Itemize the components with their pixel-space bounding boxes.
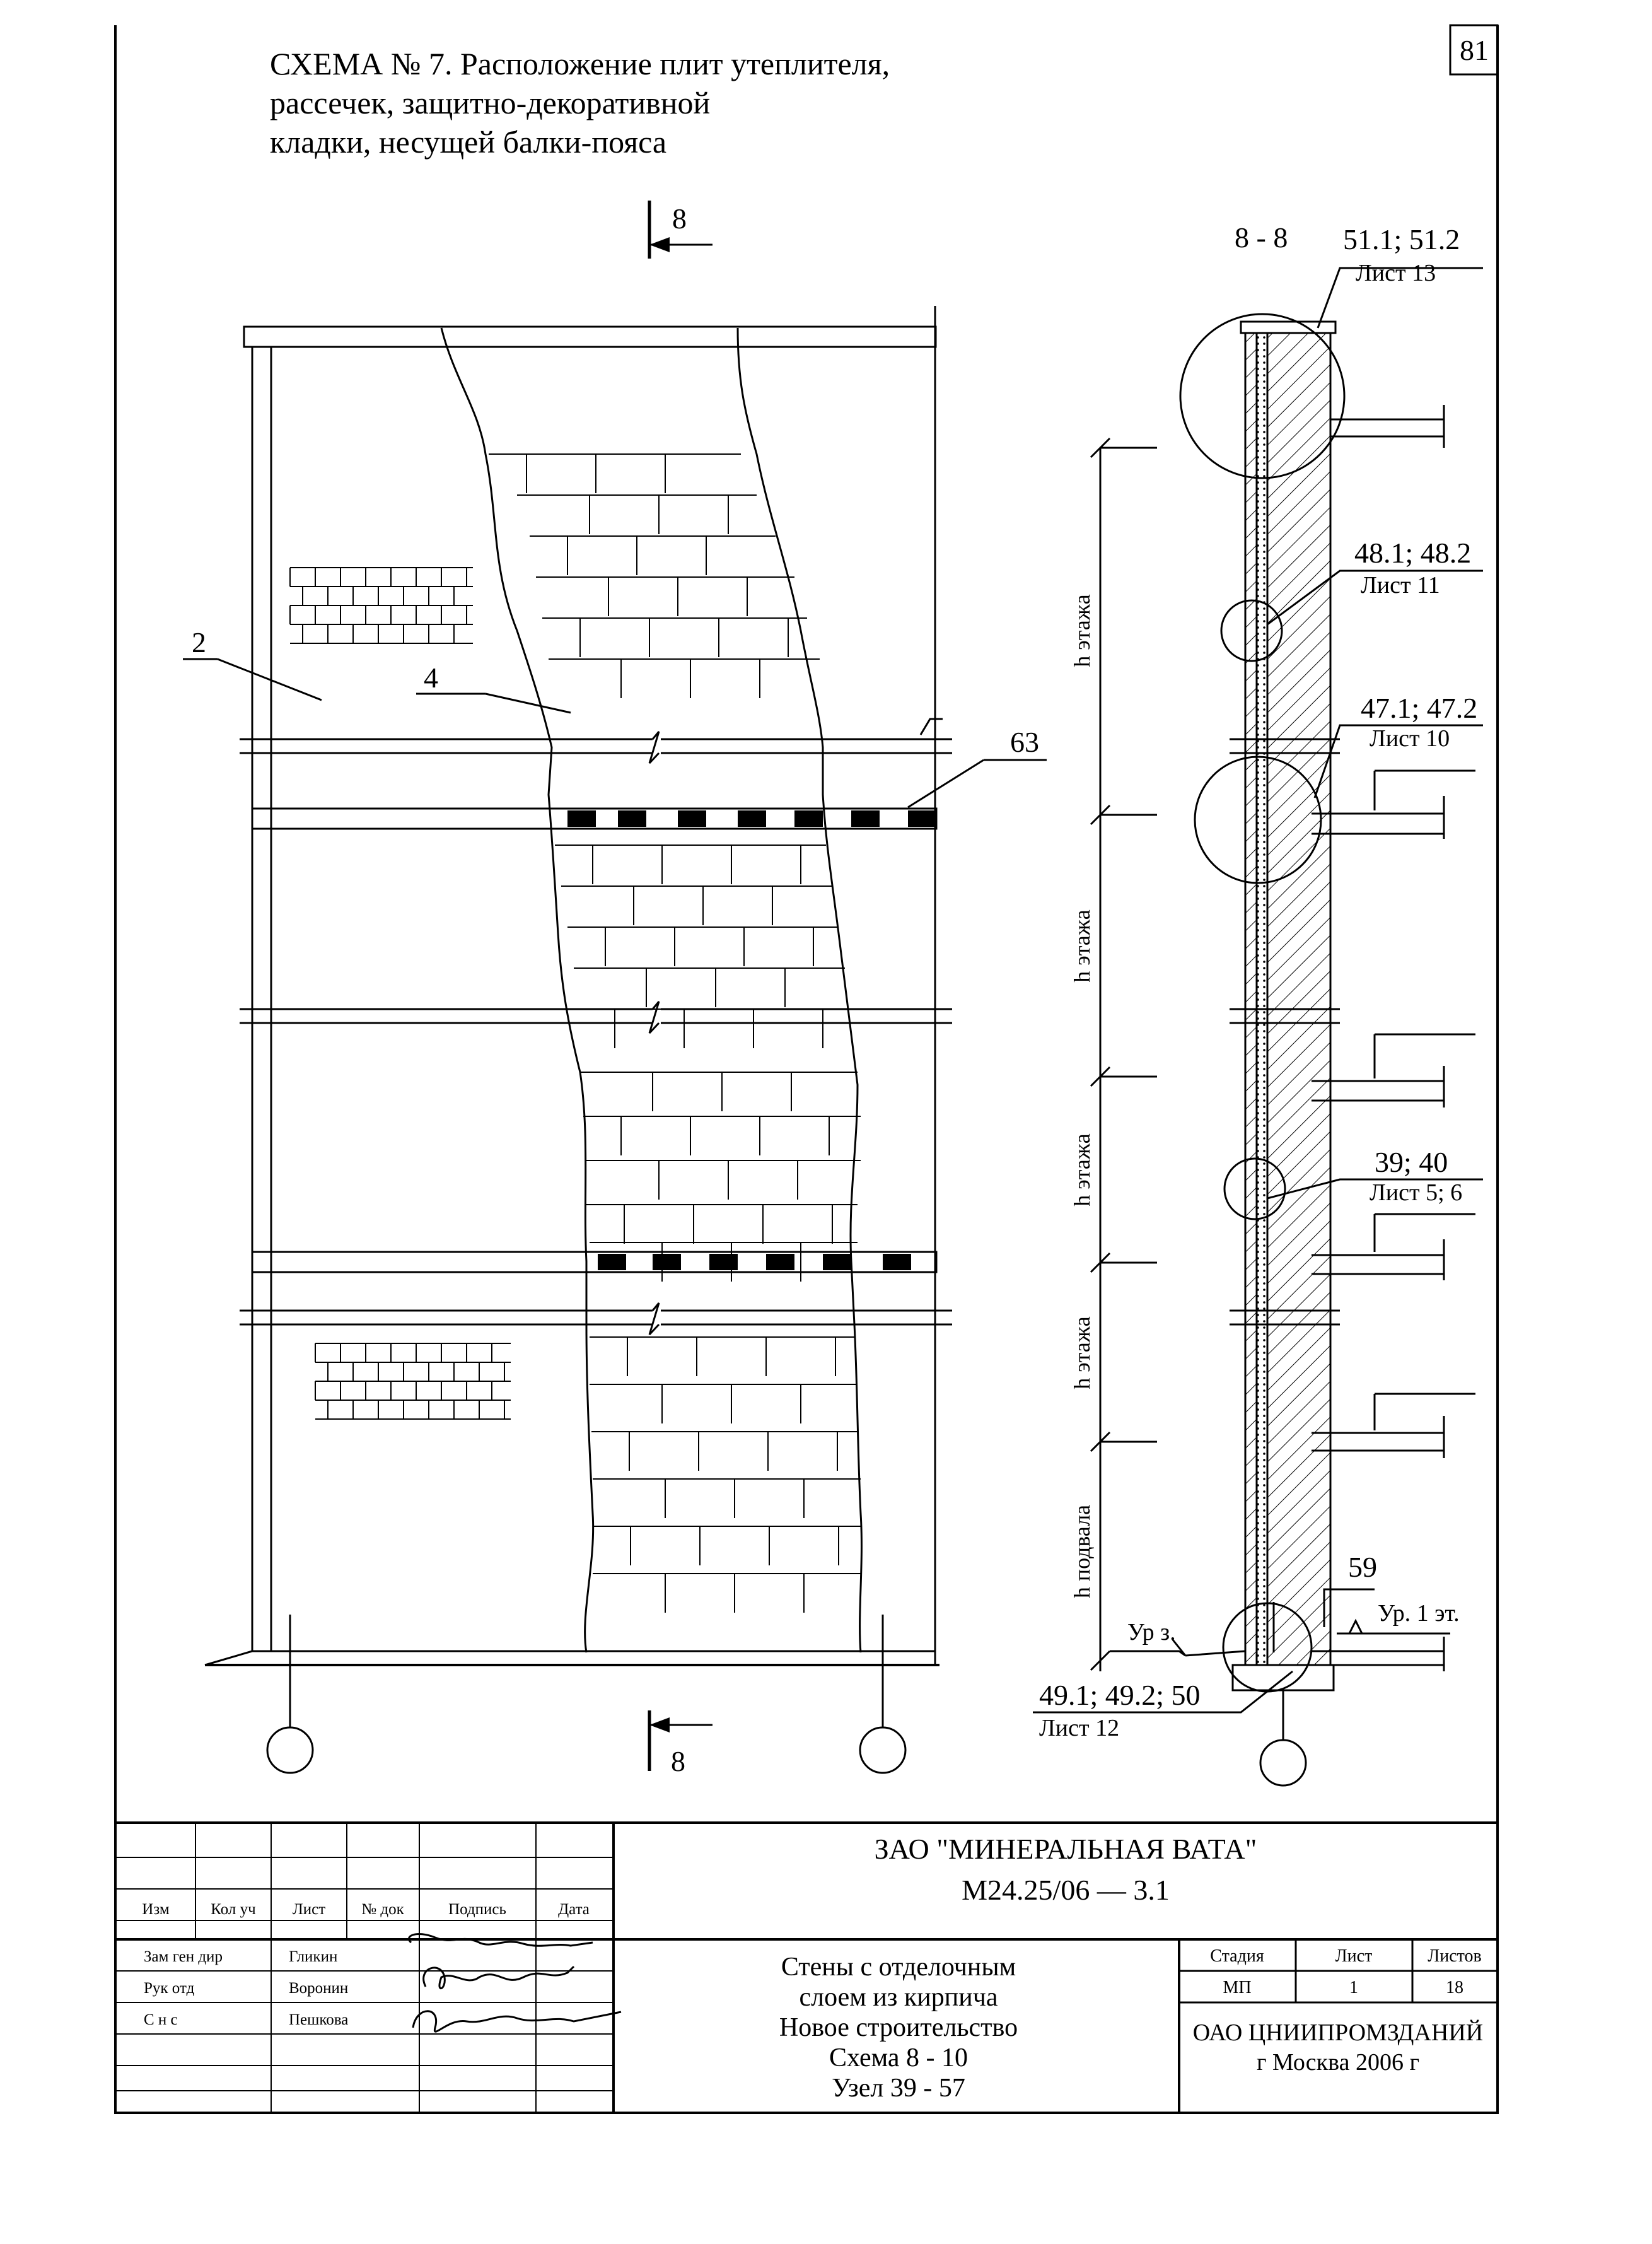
brick-strip: [440, 327, 863, 1653]
name-2: Воронин: [289, 1980, 348, 1997]
callout-1-nodes: 51.1; 51.2: [1343, 223, 1460, 255]
section-number-bottom: 8: [671, 1745, 685, 1777]
first-floor-level-label: Ур. 1 эт.: [1378, 1600, 1460, 1627]
cut-insert-block: [678, 810, 706, 827]
section-number-top: 8: [672, 202, 687, 235]
cut-insert-block: [567, 810, 596, 827]
cut-insert-block: [738, 810, 766, 827]
page-number: 81: [1460, 34, 1489, 66]
callout-4-nodes: 39; 40: [1375, 1146, 1448, 1178]
description-line-1: Стены с отделочным: [781, 1953, 1016, 1982]
callout-4-sheet: Лист 5; 6: [1370, 1179, 1462, 1206]
role-3: С н с: [144, 2011, 178, 2028]
axis-marker-right: [859, 1615, 907, 1774]
label-item-59: 59: [1348, 1551, 1377, 1583]
callout-2-nodes: 48.1; 48.2: [1354, 537, 1471, 569]
company-name: ЗАО "МИНЕРАЛЬНАЯ ВАТА": [875, 1833, 1257, 1865]
cut-insert-block: [709, 1254, 738, 1270]
section-marker-top: [648, 201, 713, 259]
signature-voronin: [422, 1965, 575, 1990]
cut-insert-block: [598, 1254, 626, 1270]
stage-value: МП: [1223, 1978, 1251, 1997]
cut-insert-markers: [567, 810, 936, 1270]
brick-texture-sample: [289, 567, 473, 644]
name-1: Гликин: [289, 1948, 337, 1965]
dim-floor-4: h этажа: [1069, 1316, 1095, 1389]
dim-floor-2: h этажа: [1069, 909, 1095, 982]
callout-5-sheet: Лист 12: [1039, 1715, 1119, 1741]
sheet-header: Лист: [1335, 1946, 1373, 1966]
description-line-5: Узел 39 - 57: [832, 2074, 965, 2103]
sheet-value: 1: [1349, 1978, 1358, 1997]
header-list: Лист: [293, 1901, 325, 1918]
cut-insert-block: [794, 810, 823, 827]
cut-insert-block: [653, 1254, 681, 1270]
section-name: 8 - 8: [1235, 221, 1288, 254]
sheets-value: 18: [1446, 1978, 1463, 1997]
ground-level-label: Ур з.: [1127, 1619, 1176, 1645]
section-marker-bottom: [648, 1710, 713, 1771]
role-2: Рук отд: [144, 1980, 195, 1997]
role-1: Зам ген дир: [144, 1948, 223, 1965]
header-signature: Подпись: [448, 1901, 506, 1918]
wall-section: [1033, 267, 1483, 1787]
cut-insert-block: [908, 810, 936, 827]
title-line-3: кладки, несущей балки-пояса: [270, 124, 666, 160]
label-item-4: 4: [424, 662, 438, 694]
callout-3-sheet: Лист 10: [1370, 725, 1450, 752]
drawing-title: СХЕМА № 7. Расположение плит утеплителя,…: [270, 46, 890, 160]
belt-beam-lower: [251, 1251, 938, 1273]
header-izm: Изм: [142, 1901, 170, 1918]
signature-peshkova: [412, 2010, 622, 2033]
cut-insert-block: [618, 810, 646, 827]
title-line-2: рассечек, защитно-декоративной: [270, 85, 710, 120]
label-item-2: 2: [192, 626, 206, 658]
dim-floor-1: h этажа: [1069, 594, 1095, 667]
callout-3-nodes: 47.1; 47.2: [1361, 692, 1477, 724]
callout-2-sheet: Лист 11: [1361, 572, 1440, 599]
header-kol-uch: Кол уч: [211, 1901, 255, 1918]
sheets-header: Листов: [1428, 1946, 1482, 1966]
callout-5-nodes: 49.1; 49.2; 50: [1039, 1679, 1201, 1711]
stage-header: Стадия: [1210, 1946, 1264, 1966]
brick-texture-sample: [315, 1343, 511, 1420]
facade-elevation: 8: [183, 201, 1047, 1777]
cut-insert-block: [766, 1254, 794, 1270]
elevation-ground-line: [204, 1650, 939, 1666]
description-line-4: Схема 8 - 10: [829, 2043, 968, 2072]
description-line-2: слоем из кирпича: [800, 1983, 998, 2012]
label-item-63: 63: [1010, 726, 1039, 758]
organization-name: ОАО ЦНИИПРОМЗДАНИЙ: [1193, 2019, 1484, 2046]
description-line-3: Новое строительство: [779, 2013, 1018, 2042]
organization-city-year: г Москва 2006 г: [1257, 2049, 1419, 2076]
header-date: Дата: [558, 1901, 590, 1918]
document-code: М24.25/06 — 3.1: [962, 1874, 1170, 1906]
floor-bands: [240, 718, 952, 1336]
cut-insert-block: [851, 810, 880, 827]
callout-1-sheet: Лист 13: [1356, 260, 1436, 286]
height-dimension-line: [1090, 437, 1157, 1671]
page-number-box: 81: [1449, 24, 1499, 76]
header-doc-no: № док: [361, 1901, 404, 1918]
floor-slabs: [1312, 405, 1475, 1671]
name-3: Пешкова: [289, 2011, 348, 2028]
title-block: [114, 1821, 1499, 2114]
axis-marker-left: [266, 1615, 314, 1774]
dim-basement: h подвала: [1069, 1505, 1095, 1598]
dim-floor-3: h этажа: [1069, 1133, 1095, 1206]
title-line-1: СХЕМА № 7. Расположение плит утеплителя,: [270, 46, 890, 81]
signature-glikin: [407, 1933, 593, 1947]
cut-insert-block: [883, 1254, 911, 1270]
cut-insert-block: [823, 1254, 851, 1270]
